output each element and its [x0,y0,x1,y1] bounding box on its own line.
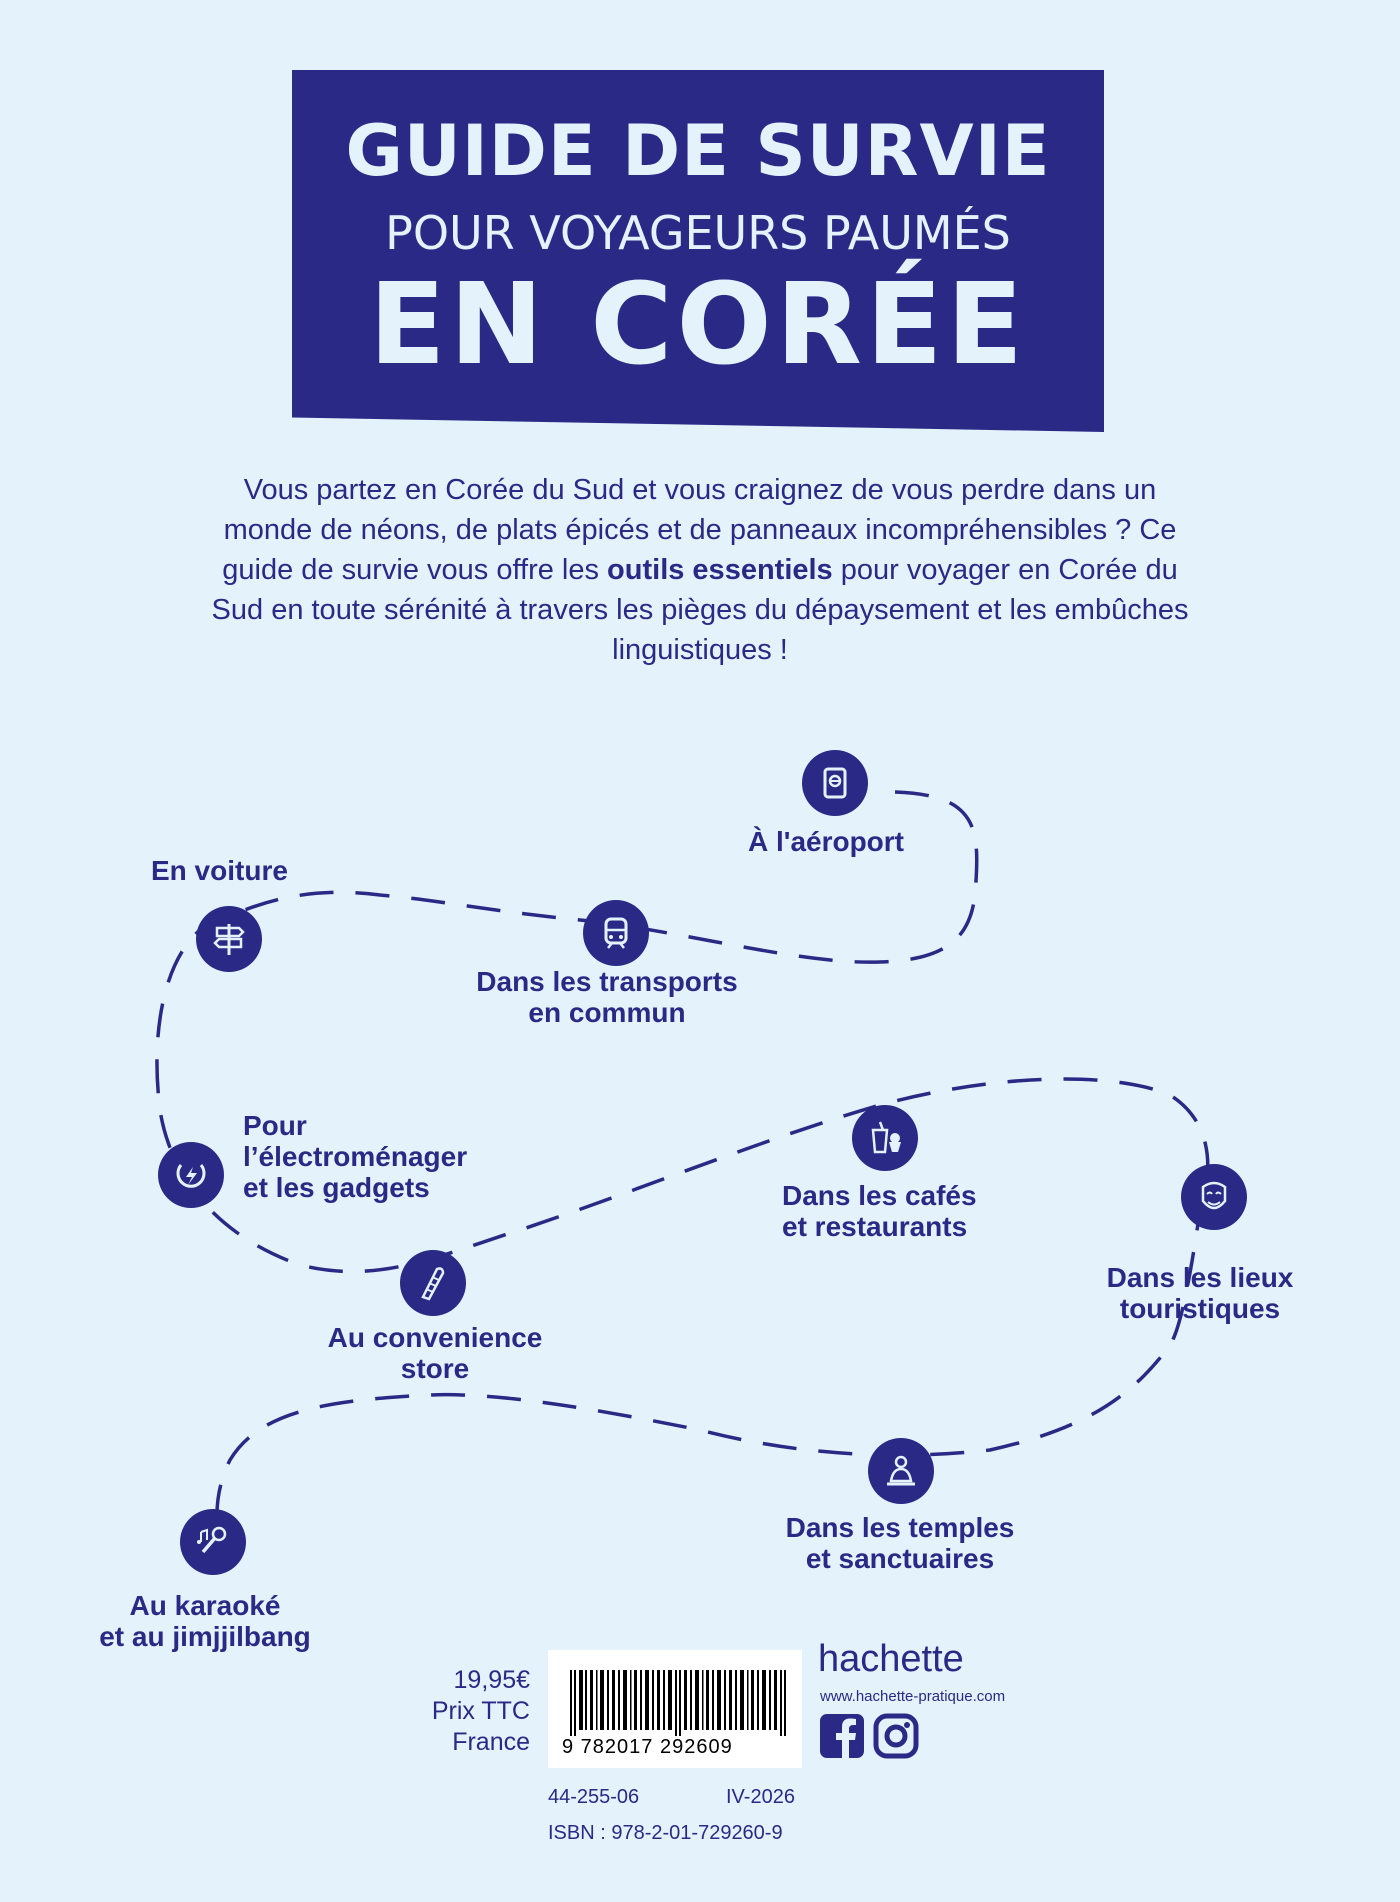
station-label-airport: À l'aéroport [748,826,905,857]
station-label-car: En voiture [151,855,288,886]
price-amount: 19,95€ [453,1666,530,1694]
buddha-icon [868,1438,934,1504]
barcode: 9 782017 292609 [548,1650,802,1768]
publisher-website: www.hachette-pratique.com [820,1688,1006,1705]
instagram-icon[interactable] [872,1712,920,1760]
cafe-icon [852,1105,918,1171]
price-country: France [452,1728,530,1756]
print-date: IV-2026 [726,1786,795,1808]
price-block: 19,95€ Prix TTC France [420,1665,530,1758]
product-code: 44-255-06 [548,1786,640,1808]
title-country: EN CORÉE [369,260,1027,390]
back-cover-blurb: Vous partez en Corée du Sud et vous crai… [211,474,1189,666]
blurb-emphasis: outils essentiels [607,554,833,586]
title-banner: GUIDE DE SURVIE POUR VOYAGEURS PAUMÉS EN… [292,70,1104,432]
signpost-icon [196,906,262,972]
title-subtitle: POUR VOYAGEURS PAUMÉS [385,206,1011,260]
price-tax-label: Prix TTC [431,1697,530,1725]
train-icon [583,900,649,966]
isbn: ISBN : 978-2-01-729260-9 [548,1822,783,1844]
publisher-logo: hachette [818,1638,964,1680]
microphone-icon [180,1509,246,1575]
passport-icon [802,750,868,816]
bread-icon [400,1250,466,1316]
mask-icon [1181,1164,1247,1230]
title-main: GUIDE DE SURVIE [345,110,1051,192]
plug-icon [158,1142,224,1208]
barcode-digits: 9 782017 292609 [562,1736,733,1758]
barcode-bars [570,1670,786,1736]
facebook-icon[interactable] [818,1712,866,1760]
